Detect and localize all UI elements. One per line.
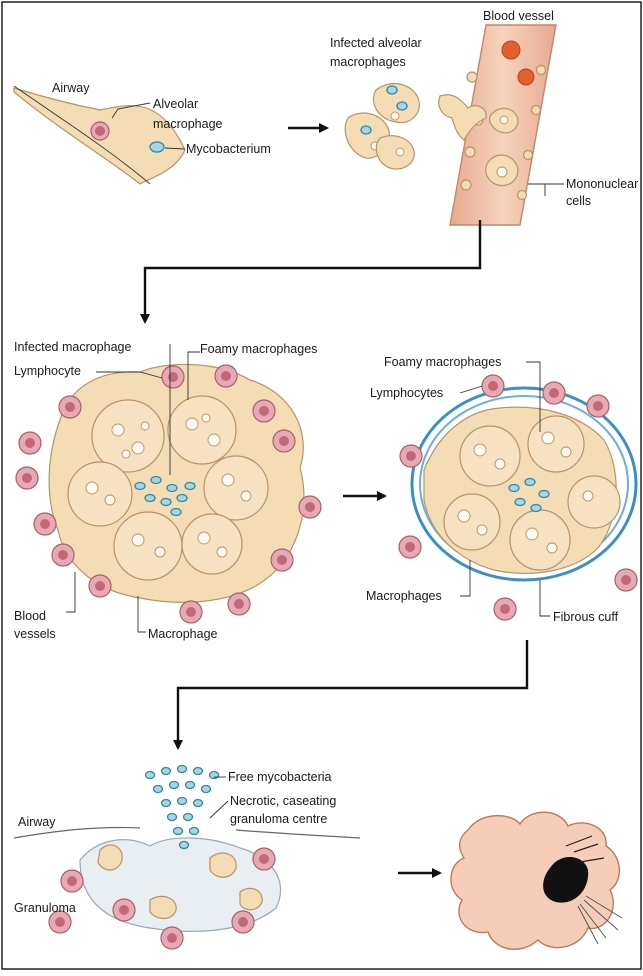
label-macrophage: Macrophage: [148, 627, 218, 641]
label-free-mycobacteria: Free mycobacteria: [228, 770, 332, 784]
label-necrotic-1: Necrotic, caseating: [230, 794, 336, 808]
lung-cavity: [451, 812, 622, 949]
label-lymphocytes: Lymphocytes: [370, 386, 443, 400]
label-alveolar-macrophage-2: macrophage: [153, 117, 223, 131]
label-mononuclear-2: cells: [566, 194, 591, 208]
label-foamy-macrophages-right: Foamy macrophages: [384, 355, 501, 369]
label-airway-bottom: Airway: [18, 815, 56, 829]
label-necrotic-2: granuloma centre: [230, 812, 327, 826]
label-infected-macrophage: Infected macrophage: [14, 340, 131, 354]
label-airway-top: Airway: [52, 81, 90, 95]
label-infected-alveolar-1: Infected alveolar: [330, 36, 422, 50]
label-granuloma: Granuloma: [14, 901, 76, 915]
label-lymphocyte: Lymphocyte: [14, 364, 81, 378]
label-mycobacterium: Mycobacterium: [186, 142, 271, 156]
label-blood-vessels-2: vessels: [14, 627, 56, 641]
infected-alveolar-macrophages: [345, 84, 419, 169]
label-foamy-macrophages-left: Foamy macrophages: [200, 342, 317, 356]
label-fibrous-cuff: Fibrous cuff: [553, 610, 619, 624]
airway-line-bottom: [14, 827, 360, 838]
arrow-stage4: [178, 640, 527, 748]
mature-granuloma: [412, 388, 636, 580]
label-blood-vessels-1: Blood: [14, 609, 46, 623]
label-alveolar-macrophage-1: Alveolar: [153, 97, 198, 111]
arrow-stage2: [145, 220, 480, 322]
label-mononuclear-1: Mononuclear: [566, 177, 638, 191]
label-blood-vessel: Blood vessel: [483, 9, 554, 23]
free-mycobacteria: [146, 766, 219, 849]
label-macrophages: Macrophages: [366, 589, 442, 603]
label-infected-alveolar-2: macrophages: [330, 55, 406, 69]
